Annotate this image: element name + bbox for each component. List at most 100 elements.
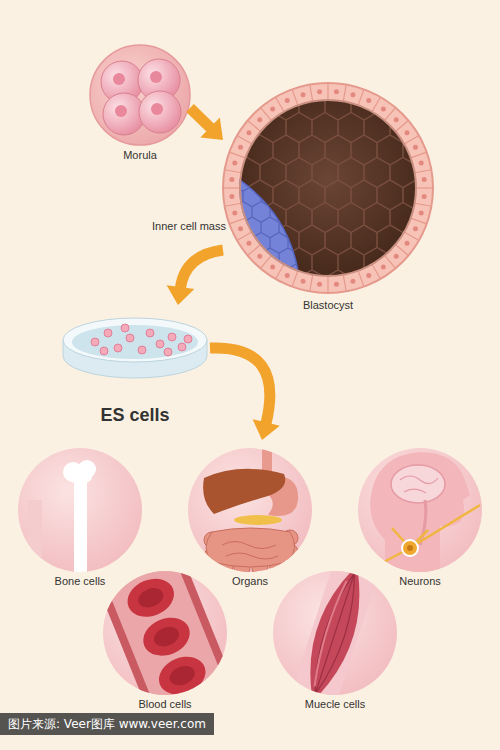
ring-cell-wall [223, 187, 240, 188]
ring-cell-wall [372, 264, 381, 279]
ring-cell-wall [276, 97, 285, 112]
part-label: Inner cell mass [152, 220, 226, 233]
cell-type-circle: Muecle cells [273, 563, 397, 713]
flow-arrow [167, 250, 223, 305]
blastocyst-art [223, 83, 433, 293]
ring-cell-nucleus [238, 145, 243, 150]
ring-cell-wall [404, 232, 419, 241]
ring-cell-wall [292, 89, 298, 105]
cell-type-circle: Blood cells [103, 563, 227, 713]
ring-cell-nucleus [350, 92, 355, 97]
ring-cell-wall [395, 121, 408, 132]
ring-cell-wall [358, 271, 364, 287]
ring-cell-nucleus [419, 210, 424, 215]
ring-cell-nucleus [405, 241, 410, 246]
node-label: Neurons [399, 575, 441, 588]
ring-cell-wall [248, 121, 261, 132]
ring-cell-nucleus [257, 117, 262, 122]
ring-cell-nucleus [229, 194, 234, 199]
ring-cell-wall [225, 170, 242, 173]
watermark: 图片来源: Veer图库 www.veer.com [0, 713, 214, 735]
ring-cell-wall [248, 245, 261, 256]
ring-cell-wall [404, 136, 419, 145]
dish-node: ES cells [60, 305, 210, 429]
morula-art [90, 45, 190, 145]
ring-cell-wall [310, 85, 313, 102]
ring-cell-wall [292, 271, 298, 287]
arrow-head [253, 419, 280, 440]
ring-cell-wall [385, 255, 396, 268]
watermark-holder: 图片来源: Veer图库 www.veer.com [0, 713, 214, 735]
ring-cell-wall [225, 203, 242, 206]
ring-cell-wall [327, 83, 328, 100]
ring-cell-wall [261, 108, 272, 121]
cell-type-circle: Organs [188, 440, 312, 590]
ring-cell-nucleus [350, 279, 355, 284]
ring-cell-wall [237, 136, 252, 145]
ring-cell-wall [276, 264, 285, 279]
blood-art [94, 544, 237, 726]
ring-cell-nucleus [232, 210, 237, 215]
ring-cell-wall [310, 275, 313, 292]
ring-cell-nucleus [405, 130, 410, 135]
ring-cell-nucleus [394, 254, 399, 259]
ring-cell-wall [229, 218, 245, 224]
ring-cell-nucleus [317, 89, 322, 94]
arrow-shaft [180, 250, 223, 288]
node-label: Morula [123, 149, 157, 162]
part-label-holder: Inner cell mass [152, 216, 226, 234]
organs-art [188, 440, 312, 576]
trophoblast-ring [223, 83, 433, 293]
ring-cell-nucleus [285, 273, 290, 278]
node-label: Blood cells [138, 698, 191, 711]
arrow-head [200, 117, 223, 140]
ring-cell-wall [416, 187, 433, 188]
ring-cell-wall [358, 89, 364, 105]
node-label: Bone cells [55, 575, 106, 588]
blastocyst-node: Blastocyst [223, 83, 433, 314]
node-label: ES cells [100, 405, 169, 427]
ring-cell-nucleus [334, 282, 339, 287]
ring-cell-nucleus [232, 161, 237, 166]
bone-art [18, 448, 142, 588]
ring-cell-nucleus [413, 145, 418, 150]
arrow-shaft [210, 348, 270, 424]
ring-cell-nucleus [246, 241, 251, 246]
ring-cell-wall [415, 203, 432, 206]
ring-cell-wall [411, 218, 427, 224]
ring-cell-wall [229, 152, 245, 158]
petri-dish [63, 318, 207, 378]
ring-cell-wall [343, 275, 346, 292]
ring-cell-nucleus [422, 177, 427, 182]
neurons-art [358, 448, 482, 575]
node-label: Muecle cells [305, 698, 366, 711]
ring-cell-nucleus [394, 117, 399, 122]
node-label: Organs [232, 575, 268, 588]
ring-cell-wall [327, 276, 328, 293]
ring-cell-nucleus [422, 194, 427, 199]
ring-cell-nucleus [270, 106, 275, 111]
ring-cell-wall [261, 255, 272, 268]
ring-cell-wall [415, 170, 432, 173]
ring-cell-nucleus [270, 265, 275, 270]
ring-cell-nucleus [238, 226, 243, 231]
ring-cell-nucleus [317, 282, 322, 287]
flow-arrow [190, 108, 223, 140]
morula-node: Morula [90, 45, 190, 164]
ring-cell-wall [343, 85, 346, 102]
cell-type-circle: Bone cells [18, 440, 142, 590]
ring-cell-nucleus [334, 89, 339, 94]
ring-cell-nucleus [419, 161, 424, 166]
ring-cell-nucleus [285, 98, 290, 103]
ring-cell-nucleus [381, 265, 386, 270]
ring-cell-wall [385, 108, 396, 121]
ring-cell-nucleus [366, 98, 371, 103]
ring-cell-nucleus [301, 92, 306, 97]
ring-cell-nucleus [413, 226, 418, 231]
arrow-shaft [190, 108, 211, 128]
ring-cell-nucleus [257, 254, 262, 259]
